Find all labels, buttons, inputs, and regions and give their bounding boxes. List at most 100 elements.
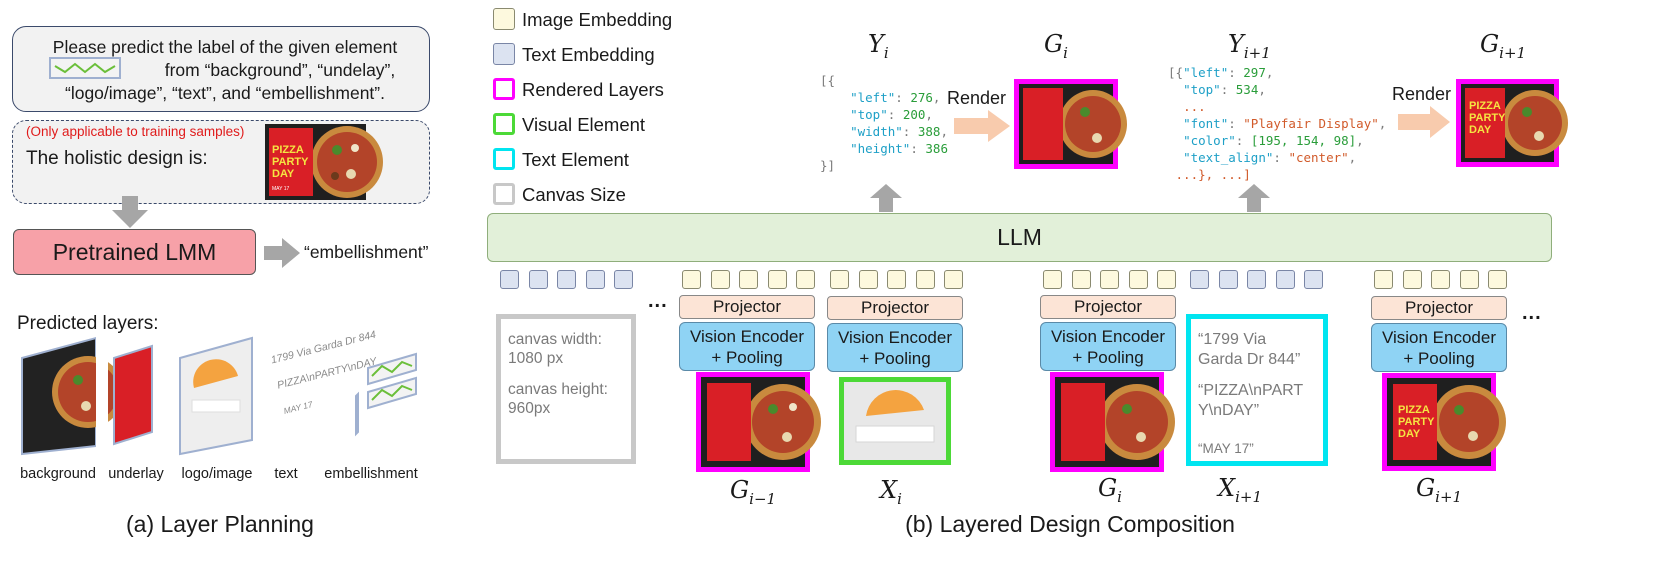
image-token-3-2 — [1100, 270, 1119, 289]
label-x-i1: Xi+1 — [1218, 474, 1263, 506]
image-token-1-4 — [796, 270, 815, 289]
image-token-5-0 — [1374, 270, 1393, 289]
render-label-2: Render — [1392, 84, 1452, 104]
legend-swatch-3 — [493, 113, 515, 135]
caption-a: (a) Layer Planning — [126, 511, 314, 537]
rendered-g-im1 — [696, 372, 821, 472]
vision-encoder-3: Vision Encoder+ Pooling — [1040, 322, 1176, 371]
up-arrow-icon-1 — [870, 184, 902, 212]
rendered-g-i-top — [1014, 79, 1127, 169]
legend-label-3: Visual Element — [522, 114, 646, 135]
poster-image — [265, 124, 383, 200]
legend-label-0: Image Embedding — [522, 9, 673, 30]
layer-label-embellishment: embellishment — [324, 466, 418, 482]
holistic-label: The holistic design is: — [26, 148, 208, 169]
label-x-i: Xi — [880, 476, 902, 508]
text-token-0-3 — [585, 270, 605, 289]
ellipsis-right: ... — [1522, 302, 1542, 324]
canvas-size-text: canvas width: 1080 px canvas height: 960… — [508, 331, 608, 417]
image-token-1-0 — [682, 270, 701, 289]
rendered-g-i-bottom — [1050, 372, 1175, 472]
text-token-0-2 — [557, 270, 576, 289]
layer-label-text: text — [274, 466, 298, 482]
right-arrow-icon — [264, 238, 300, 268]
up-arrow-icon-2 — [1238, 184, 1270, 212]
image-token-1-2 — [739, 270, 758, 289]
text-token-0-4 — [614, 270, 633, 289]
rendered-g-i-bottom-image — [1055, 377, 1175, 467]
text-token-4-0 — [1190, 270, 1209, 289]
code-y-i: [{ "left": 276, "top": 200, "width": 388… — [820, 73, 948, 173]
projector-3: Projector — [1040, 295, 1176, 319]
image-token-2-4 — [944, 270, 963, 289]
ellipsis-left: ... — [648, 290, 668, 312]
label-g-i-bottom: Gi — [1098, 474, 1122, 506]
text-token-0-0 — [500, 270, 519, 289]
visual-element-x-i-image — [844, 382, 946, 460]
visual-element-x-i — [839, 377, 951, 465]
rendered-g-i-top-image — [1019, 84, 1127, 164]
label-y-i1: Yi+1 — [1228, 30, 1271, 62]
training-note: (Only applicable to training samples) — [26, 124, 245, 139]
lmm-output: “embellishment” — [304, 242, 429, 262]
embellishment-thumbnail — [49, 57, 121, 79]
poster-date: MAY 17 — [272, 186, 290, 192]
image-token-3-4 — [1157, 270, 1176, 289]
render-arrow-icon-1 — [954, 110, 1010, 142]
label-g-i1-top: Gi+1 — [1480, 30, 1527, 62]
prompt-line-1: Please predict the label of the given el… — [52, 37, 398, 57]
prompt-text: Please predict the label of the given el… — [30, 36, 420, 105]
layer-label-background: background — [20, 466, 96, 482]
image-token-2-0 — [830, 270, 849, 289]
label-g-im1: Gi−1 — [730, 476, 777, 508]
layer-label-underlay: underlay — [108, 466, 164, 482]
rendered-g-i1-top-image — [1461, 84, 1568, 162]
legend-label-4: Text Element — [522, 149, 629, 170]
text-element-values: “1799 Via Garda Dr 844” “PIZZA\nPART Y\n… — [1198, 331, 1304, 456]
rendered-g-i1-bottom-image — [1387, 378, 1506, 466]
prompt-line-2: from “background”, “undelay”, — [164, 60, 396, 80]
text-token-4-2 — [1247, 270, 1266, 289]
label-g-i1-bottom: Gi+1 — [1416, 474, 1463, 506]
image-token-3-3 — [1128, 270, 1148, 289]
image-token-5-3 — [1459, 270, 1479, 289]
render-label-1: Render — [947, 88, 1007, 108]
image-token-3-1 — [1071, 270, 1091, 289]
image-token-1-3 — [767, 270, 787, 289]
predicted-layers-graphic — [21, 336, 417, 456]
image-token-5-4 — [1488, 270, 1507, 289]
legend-swatch-1 — [493, 43, 515, 65]
label-g-i-top: Gi — [1044, 30, 1068, 62]
layer-label-logo: logo/image — [181, 466, 253, 482]
image-token-2-3 — [915, 270, 935, 289]
projector-1: Projector — [679, 295, 815, 319]
text-element-x-i1 — [1186, 314, 1328, 466]
prompt-line-3: “logo/image”, “text”, and “embellishment… — [65, 83, 385, 103]
vision-encoder-2: Vision Encoder+ Pooling — [827, 323, 963, 372]
legend-swatch-0 — [493, 8, 515, 30]
text-token-0-1 — [528, 270, 548, 289]
projector-4: Projector — [1371, 296, 1507, 320]
text-token-4-1 — [1218, 270, 1238, 289]
projector-2: Projector — [827, 296, 963, 320]
vision-encoder-4: Vision Encoder+ Pooling — [1371, 323, 1507, 372]
canvas-size-box — [496, 314, 636, 464]
legend-label-1: Text Embedding — [522, 44, 655, 65]
label-y-i: Yi — [868, 30, 889, 62]
image-token-3-0 — [1043, 270, 1062, 289]
poster-title: PIZZA PARTY DAY — [272, 144, 309, 180]
pretrained-lmm: Pretrained LMM — [13, 229, 256, 275]
vision-encoder-1: Vision Encoder+ Pooling — [679, 322, 815, 371]
llm-block: LLM — [487, 213, 1552, 262]
predicted-layers-title: Predicted layers: — [17, 313, 159, 334]
render-arrow-icon-2 — [1398, 106, 1450, 138]
legend-swatch-4 — [493, 148, 515, 170]
image-token-5-1 — [1402, 270, 1422, 289]
layer-logo-image — [179, 336, 253, 456]
legend-label-2: Rendered Layers — [522, 79, 664, 100]
layer-background-image — [21, 336, 124, 456]
